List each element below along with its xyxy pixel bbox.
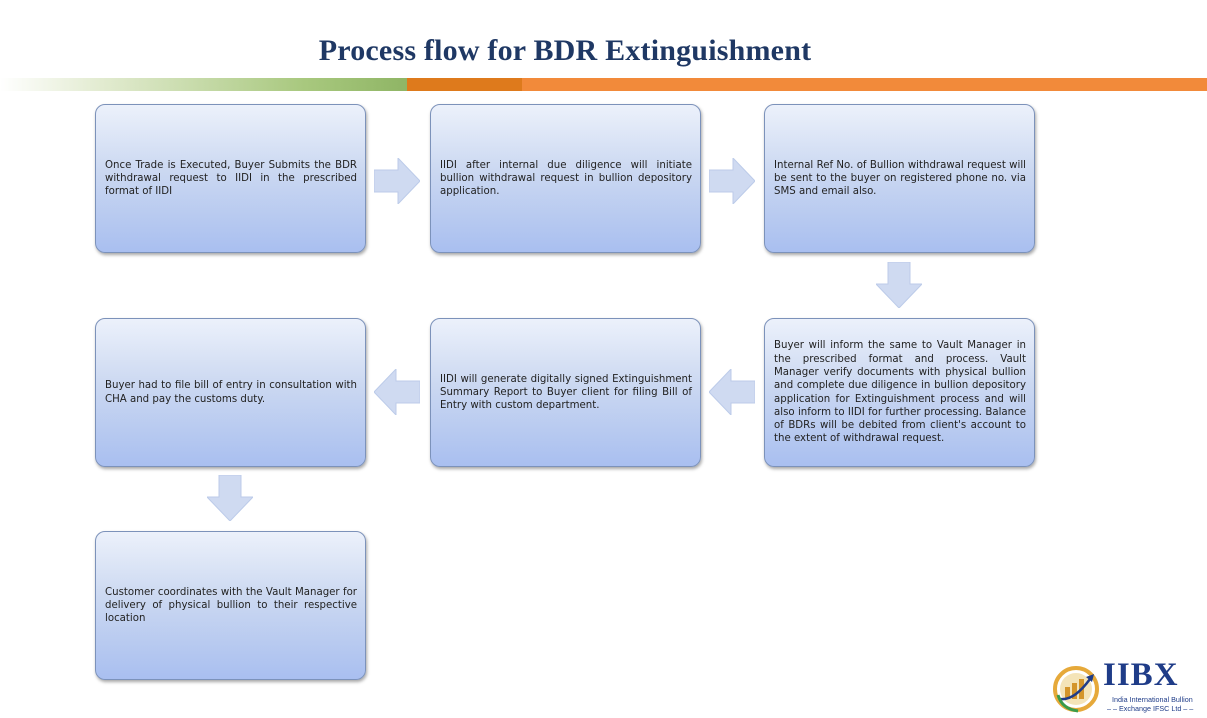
header-divider-bar: [0, 78, 1207, 91]
logo-subtitle-line1: India International Bullion: [1112, 695, 1193, 704]
process-step-2-text: IIDI after internal due diligence will i…: [440, 159, 692, 198]
header-bar-dark-orange-segment: [407, 78, 522, 91]
process-step-6: Buyer had to file bill of entry in consu…: [95, 318, 366, 467]
page-title: Process flow for BDR Extinguishment: [318, 34, 812, 67]
process-step-4-text: Buyer will inform the same to Vault Mana…: [774, 340, 1026, 445]
iibx-emblem-icon: [1052, 665, 1100, 713]
process-step-7-text: Customer coordinates with the Vault Mana…: [105, 586, 357, 625]
header-bar-orange-segment: [522, 78, 1207, 91]
logo-subtitle-line2: – – Exchange IFSC Ltd – –: [1107, 704, 1194, 713]
process-step-3-text: Internal Ref No. of Bullion withdrawal r…: [774, 159, 1026, 198]
arrow-down-icon: [876, 262, 922, 308]
arrow-right-icon: [374, 158, 420, 204]
process-step-1: Once Trade is Executed, Buyer Submits th…: [95, 104, 366, 253]
process-step-2: IIDI after internal due diligence will i…: [430, 104, 701, 253]
process-step-7: Customer coordinates with the Vault Mana…: [95, 531, 366, 680]
arrow-left-icon: [709, 369, 755, 415]
header-bar-green-segment: [0, 78, 407, 91]
arrow-down-icon: [207, 475, 253, 521]
arrow-left-icon: [374, 369, 420, 415]
process-step-5-text: IIDI will generate digitally signed Exti…: [440, 373, 692, 412]
process-step-5: IIDI will generate digitally signed Exti…: [430, 318, 701, 467]
iibx-logo: IIBX India International Bullion – – Exc…: [1052, 657, 1202, 713]
logo-name: IIBX: [1103, 657, 1179, 693]
process-step-4: Buyer will inform the same to Vault Mana…: [764, 318, 1035, 467]
arrow-right-icon: [709, 158, 755, 204]
process-step-6-text: Buyer had to file bill of entry in consu…: [105, 380, 357, 405]
process-step-3: Internal Ref No. of Bullion withdrawal r…: [764, 104, 1035, 253]
process-step-1-text: Once Trade is Executed, Buyer Submits th…: [105, 159, 357, 198]
